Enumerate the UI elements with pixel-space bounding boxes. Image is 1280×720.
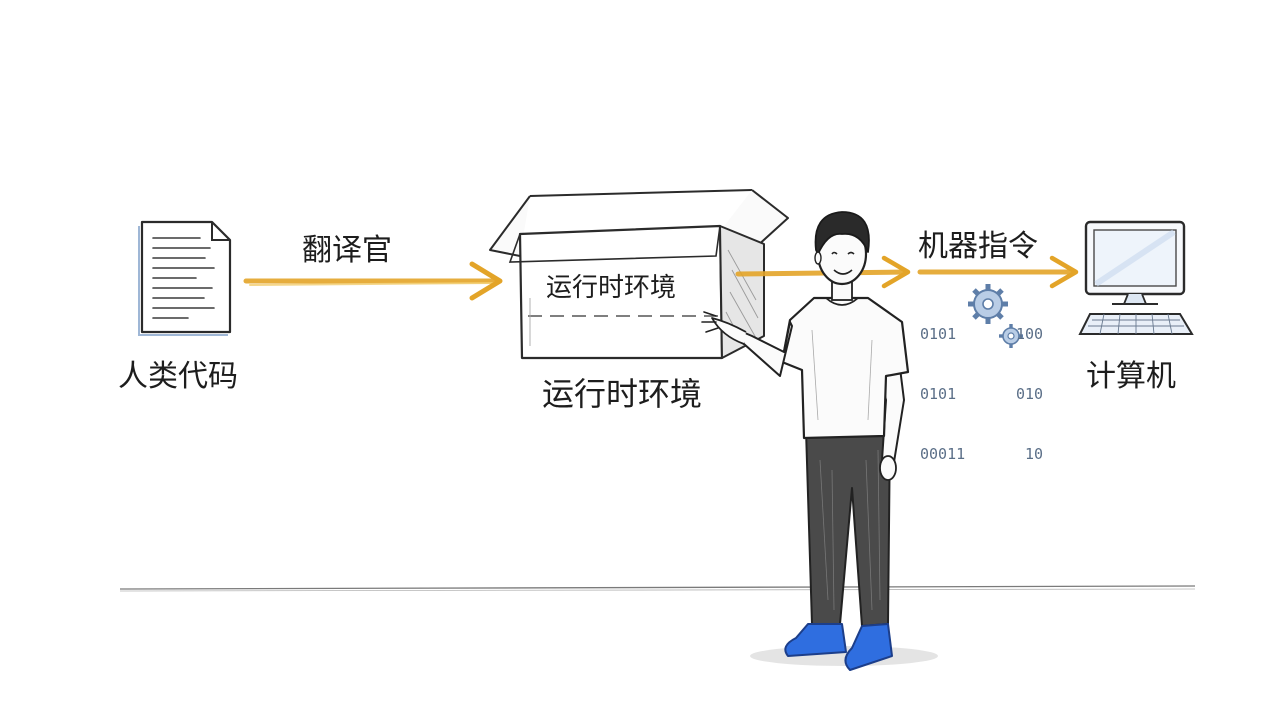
binary-right-row: 100 bbox=[1016, 325, 1044, 343]
binary-right-row: 010 bbox=[1016, 385, 1044, 403]
computer-label: 计算机 bbox=[1086, 359, 1176, 394]
small-gear-icon bbox=[999, 324, 1023, 348]
arrow-translator bbox=[243, 261, 503, 301]
computer-monitor-icon bbox=[1078, 220, 1194, 335]
translator-label: 翻译官 bbox=[302, 233, 392, 268]
ground-line bbox=[119, 585, 1196, 592]
presenter-person bbox=[701, 211, 938, 671]
gear-icon bbox=[968, 284, 1008, 324]
document-icon bbox=[138, 220, 232, 336]
runtime-caption: 运行时环境 bbox=[542, 375, 703, 413]
binary-right-row: 10 bbox=[1025, 445, 1044, 463]
binary-left-row: 0101 bbox=[920, 325, 957, 343]
binary-right: 100 010 10 bbox=[1016, 284, 1052, 504]
human-code-label: 人类代码 bbox=[118, 359, 238, 394]
binary-left-row: 00011 bbox=[920, 445, 966, 463]
binary-left: 0101 0101 00011 bbox=[920, 284, 965, 504]
open-box-icon bbox=[489, 189, 789, 360]
machine-instructions-label: 机器指令 bbox=[918, 229, 1038, 264]
binary-left-row: 0101 bbox=[920, 385, 957, 403]
runtime-box-text: 运行时环境 bbox=[546, 273, 677, 303]
arrow-to-computer bbox=[917, 255, 1079, 289]
arrow-machine-instructions bbox=[735, 255, 911, 289]
